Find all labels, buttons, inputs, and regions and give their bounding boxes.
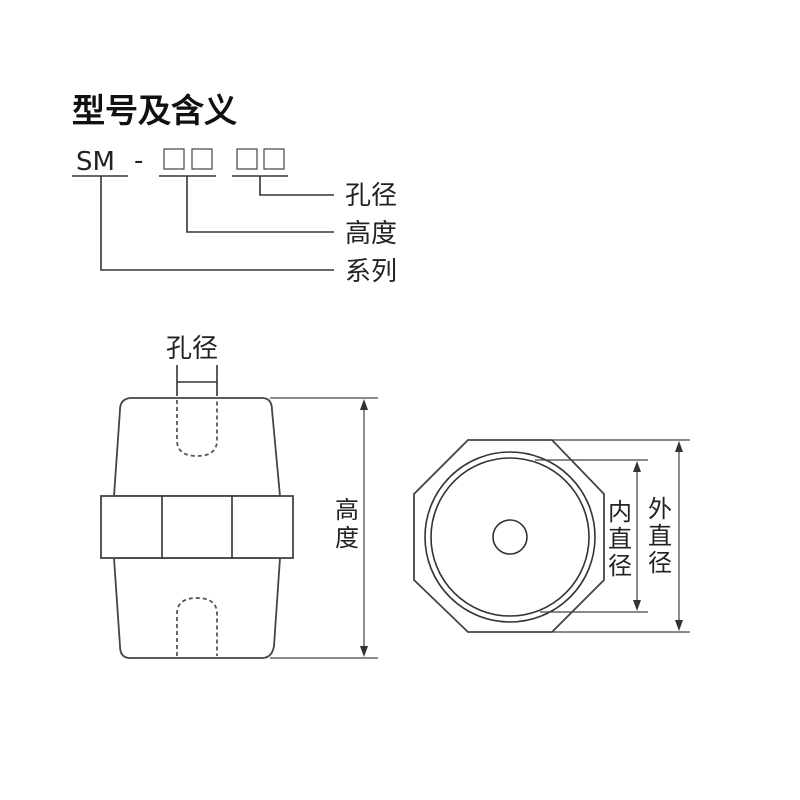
series-leader-line (100, 176, 334, 271)
upper-hole-dashed (176, 400, 218, 457)
side-height-label-2: 度 (335, 524, 359, 552)
code-series: SM (76, 147, 115, 177)
outer-label-1: 外 (648, 495, 672, 523)
lower-hole-dashed (176, 597, 218, 656)
side-view: 孔径 高 度 (100, 334, 378, 659)
inner-label-2: 直 (608, 525, 632, 553)
legend-height: 高度 (345, 219, 397, 249)
height-leader-line (186, 176, 334, 233)
top-view: 内 直 径 外 直 径 (413, 439, 690, 633)
code-dash: - (134, 146, 143, 176)
hole-leader-line (259, 176, 334, 196)
height-arrow-bottom (360, 646, 368, 657)
inner-ring-circle (430, 457, 590, 617)
code-hole-placeholder (236, 148, 285, 170)
inner-diameter-circle (424, 451, 596, 623)
height-arrow-top (360, 399, 368, 410)
inner-label-3: 径 (608, 552, 632, 580)
legend-series: 系列 (345, 257, 397, 287)
page-title: 型号及含义 (72, 91, 237, 130)
side-hole-label: 孔径 (166, 334, 218, 364)
center-hole-circle (492, 519, 528, 555)
inner-label-1: 内 (608, 498, 632, 526)
hex-band (100, 495, 294, 559)
outer-label-2: 直 (648, 522, 672, 550)
octagon-outline (413, 439, 605, 633)
outer-label-3: 径 (648, 549, 672, 577)
code-height-placeholder (163, 148, 213, 170)
legend-hole: 孔径 (345, 181, 397, 211)
side-height-label-1: 高 (335, 496, 359, 524)
